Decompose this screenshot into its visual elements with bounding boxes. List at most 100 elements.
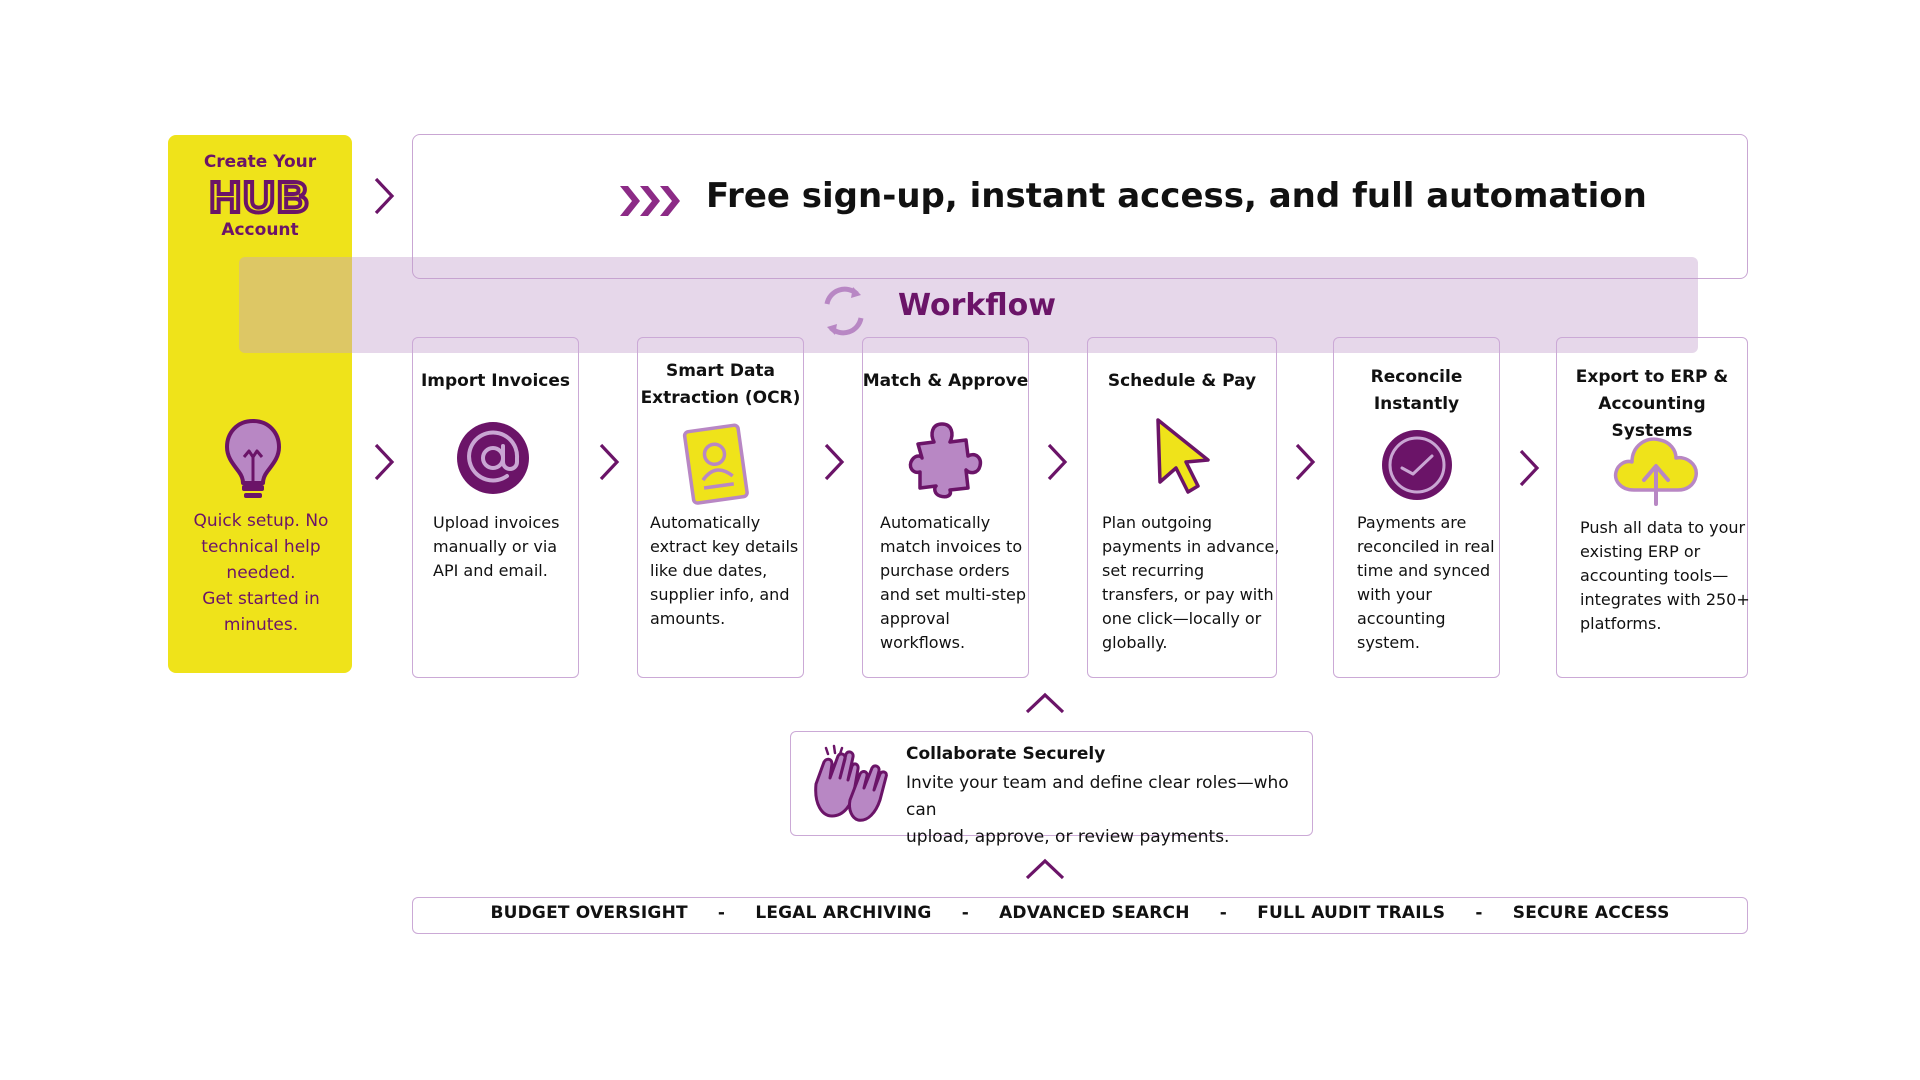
step-title-line: Import Invoices bbox=[420, 371, 571, 391]
chevron-up-icon bbox=[1024, 857, 1066, 885]
hub-desc-line: Quick setup. No bbox=[193, 511, 329, 531]
id-card-icon bbox=[681, 422, 753, 512]
collaborate-desc-line: Invite your team and define clear roles—… bbox=[906, 773, 1289, 820]
step-desc: Push all data to your existing ERP or ac… bbox=[1580, 516, 1750, 636]
feature-list: BUDGET OVERSIGHT - LEGAL ARCHIVING - ADV… bbox=[412, 903, 1748, 923]
step-desc-line: amounts. bbox=[650, 609, 726, 628]
feature-separator: - bbox=[717, 903, 726, 923]
step-desc-line: extract key details bbox=[650, 537, 799, 556]
feature-full-audit-trails: FULL AUDIT TRAILS bbox=[1257, 903, 1446, 923]
workflow-title: Workflow bbox=[898, 288, 1056, 323]
step-desc-line: globally. bbox=[1102, 633, 1168, 652]
step-desc-line: Upload invoices bbox=[433, 513, 560, 532]
collaborate-desc: Invite your team and define clear roles—… bbox=[906, 770, 1306, 851]
chevron-right-icon bbox=[372, 442, 396, 486]
step-title-line: Schedule & Pay bbox=[1107, 371, 1257, 391]
feature-legal-archiving: LEGAL ARCHIVING bbox=[755, 903, 932, 923]
chevron-right-icon bbox=[822, 442, 846, 486]
triple-chevron-icon bbox=[618, 184, 684, 222]
feature-bar bbox=[412, 897, 1748, 934]
step-desc: Payments are reconciled in real time and… bbox=[1357, 511, 1495, 655]
feature-advanced-search: ADVANCED SEARCH bbox=[999, 903, 1190, 923]
step-desc-line: Automatically bbox=[650, 513, 761, 532]
chevron-right-icon bbox=[372, 176, 396, 220]
step-card-reconcile bbox=[1333, 337, 1500, 678]
step-card-schedule-pay bbox=[1087, 337, 1277, 678]
step-desc-line: workflows. bbox=[880, 633, 966, 652]
step-desc-line: platforms. bbox=[1580, 614, 1662, 633]
step-desc-line: Automatically bbox=[880, 513, 991, 532]
hub-logo: HUB bbox=[190, 171, 330, 224]
step-desc-line: with your bbox=[1357, 585, 1433, 604]
step-desc-line: manually or via bbox=[433, 537, 558, 556]
step-card-export-erp bbox=[1556, 337, 1748, 678]
step-title-line: Extraction (OCR) bbox=[640, 388, 801, 408]
step-desc-line: set recurring bbox=[1102, 561, 1205, 580]
hub-desc-line: minutes. bbox=[223, 615, 299, 635]
step-desc: Automatically extract key details like d… bbox=[650, 511, 798, 631]
step-title: Match & Approve bbox=[862, 368, 1029, 395]
step-desc: Automatically match invoices to purchase… bbox=[880, 511, 1026, 655]
feature-budget-oversight: BUDGET OVERSIGHT bbox=[490, 903, 688, 923]
step-title: Import Invoices bbox=[412, 368, 579, 395]
feature-separator: - bbox=[1475, 903, 1483, 923]
hub-desc-line: Get started in bbox=[202, 589, 320, 609]
hub-account-panel bbox=[168, 135, 352, 673]
step-card-ocr bbox=[637, 337, 804, 678]
chevron-right-icon bbox=[597, 442, 621, 486]
step-desc-line: purchase orders bbox=[880, 561, 1010, 580]
step-title-line: Reconcile bbox=[1370, 367, 1463, 387]
step-desc-line: integrates with 250+ bbox=[1580, 590, 1750, 609]
chevron-right-icon bbox=[1293, 442, 1317, 486]
hub-description: Quick setup. No technical help needed. G… bbox=[186, 508, 336, 638]
clock-icon bbox=[1380, 428, 1454, 506]
chevron-right-icon bbox=[1045, 442, 1069, 486]
refresh-cycle-icon bbox=[815, 282, 873, 344]
step-desc-line: existing ERP or bbox=[1580, 542, 1701, 561]
chevron-up-icon bbox=[1024, 691, 1066, 719]
collaborate-card bbox=[790, 731, 1313, 836]
cloud-upload-icon bbox=[1610, 428, 1702, 512]
cursor-arrow-icon bbox=[1150, 414, 1216, 502]
feature-separator: - bbox=[1219, 903, 1228, 923]
top-banner bbox=[412, 134, 1748, 279]
step-title-line: Accounting Systems bbox=[1598, 394, 1706, 441]
collaborate-desc-line: upload, approve, or review payments. bbox=[906, 827, 1230, 847]
collaborate-title: Collaborate Securely bbox=[906, 744, 1106, 764]
banner-title: Free sign-up, instant access, and full a… bbox=[706, 176, 1647, 216]
step-desc-line: approval bbox=[880, 609, 950, 628]
step-desc-line: Plan outgoing bbox=[1102, 513, 1213, 532]
step-title: Smart Data Extraction (OCR) bbox=[637, 358, 804, 412]
step-desc-line: transfers, or pay with bbox=[1102, 585, 1274, 604]
chevron-right-icon bbox=[1517, 448, 1541, 492]
step-title: Export to ERP & Accounting Systems bbox=[1556, 364, 1748, 445]
step-title-line: Instantly bbox=[1373, 394, 1460, 414]
at-sign-icon bbox=[455, 420, 531, 500]
puzzle-piece-icon bbox=[908, 418, 984, 504]
step-desc-line: accounting bbox=[1357, 609, 1446, 628]
step-title-line: Match & Approve bbox=[862, 371, 1029, 391]
step-desc-line: Push all data to your bbox=[1580, 518, 1746, 537]
hub-bottom-line: Account bbox=[221, 220, 299, 240]
lightbulb-icon bbox=[223, 417, 283, 505]
hub-desc-line: technical help bbox=[201, 537, 321, 557]
step-card-import-invoices bbox=[412, 337, 579, 678]
feature-secure-access: SECURE ACCESS bbox=[1512, 903, 1670, 923]
step-title: Reconcile Instantly bbox=[1333, 364, 1500, 418]
step-desc-line: API and email. bbox=[433, 561, 548, 580]
step-desc: Upload invoices manually or via API and … bbox=[433, 511, 559, 583]
hub-top-line: Create Your bbox=[203, 152, 317, 172]
feature-separator: - bbox=[961, 903, 969, 923]
step-desc-line: payments in advance, bbox=[1102, 537, 1280, 556]
step-desc-line: and set multi-step bbox=[880, 585, 1026, 604]
step-desc-line: like due dates, bbox=[650, 561, 768, 580]
step-desc-line: reconciled in real bbox=[1357, 537, 1495, 556]
step-title: Schedule & Pay bbox=[1087, 368, 1277, 395]
step-desc-line: supplier info, and bbox=[650, 585, 790, 604]
hub-desc-line: needed. bbox=[226, 563, 296, 583]
step-desc-line: match invoices to bbox=[880, 537, 1023, 556]
step-title-line: Export to ERP & bbox=[1575, 367, 1729, 387]
step-desc-line: Payments are bbox=[1357, 513, 1467, 532]
step-desc-line: accounting tools— bbox=[1580, 566, 1729, 585]
step-card-match-approve bbox=[862, 337, 1029, 678]
